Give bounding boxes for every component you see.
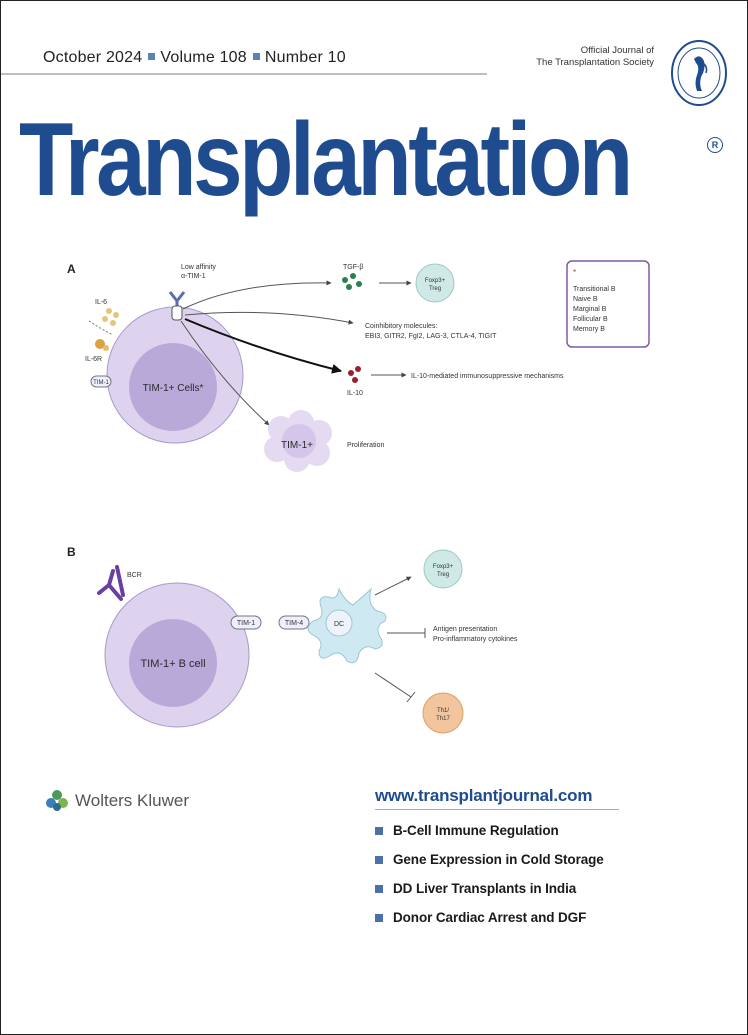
- tim4-tag-label: TIM-4: [285, 620, 303, 627]
- tim1-tag-b-label: TIM-1: [237, 620, 255, 627]
- issue-number: Number 10: [264, 49, 346, 66]
- tim1-tag-b: [230, 615, 262, 630]
- bullet-square-icon: [375, 826, 383, 835]
- dc-label: DC: [334, 621, 344, 628]
- publisher-name: Wolters Kluwer: [75, 791, 189, 810]
- bcr-receptor-icon: [97, 565, 125, 601]
- headline-item: Gene Expression in Cold Storage: [375, 852, 604, 867]
- il6-label: IL-6: [95, 299, 107, 306]
- publisher-logo: Wolters Kluwer: [45, 789, 189, 813]
- headline-item: DD Liver Transplants in India: [375, 881, 576, 896]
- separator-square: [252, 53, 260, 61]
- official-line-2: The Transplantation Society: [536, 57, 654, 68]
- subset-legend-box: [566, 260, 650, 348]
- issue-date: October 2024: [43, 49, 143, 66]
- legend-item: Transitional B: [573, 286, 616, 293]
- arrow-to-treg-b: [374, 576, 412, 596]
- bullet-square-icon: [375, 855, 383, 864]
- th-label-2: Th17: [436, 716, 450, 722]
- separator-square: [148, 53, 156, 61]
- proliferating-cells-icon: [264, 410, 332, 472]
- legend-item: Memory B: [573, 326, 605, 333]
- tim1-tag-a: [90, 375, 112, 388]
- header-rule: [1, 73, 487, 75]
- low-affinity-label-1: Low affinity: [181, 264, 216, 271]
- bcr-label: BCR: [127, 572, 142, 579]
- official-journal-note: Official Journal of The Transplantation …: [487, 45, 654, 69]
- inhibit-th-bar: [406, 691, 416, 703]
- proliferation-label: Proliferation: [347, 442, 384, 449]
- bullet-square-icon: [375, 884, 383, 893]
- coinhib-label-1: Coinhibitory molecules:: [365, 323, 437, 330]
- headline-text: DD Liver Transplants in India: [393, 881, 577, 896]
- inhibit-th-line: [374, 672, 412, 698]
- legend-item: Naive B: [573, 296, 598, 303]
- headline-item: Donor Cardiac Arrest and DGF: [375, 910, 586, 925]
- headline-text: Gene Expression in Cold Storage: [393, 852, 604, 867]
- il6r-label: IL-6R: [85, 356, 102, 363]
- coinhib-label-2: EBI3, GITR2, FgI2, LAG-3, CTLA-4, TIGIT: [365, 333, 497, 340]
- il10-mechanisms-label: IL-10-mediated immunosuppressive mechani…: [411, 373, 564, 380]
- tim1-cell-core: [129, 343, 217, 431]
- tgfb-label: TGF-β: [343, 264, 363, 271]
- tim1-cells-label: TIM-1+ Cells*: [143, 383, 204, 394]
- bullet-square-icon: [375, 913, 383, 922]
- il10-label: IL-10: [347, 390, 363, 397]
- panel-a-label: A: [67, 262, 76, 276]
- treg-cell-a: [415, 263, 455, 303]
- arrow-to-coinhib: [184, 311, 354, 325]
- arrow-to-proliferation: [180, 320, 270, 426]
- b-cell-label: TIM-1+ B cell: [140, 658, 205, 670]
- antigen-presentation-label: Antigen presentation: [433, 626, 497, 633]
- th-cell: [422, 692, 464, 734]
- tim4-tag: [278, 615, 310, 630]
- low-affinity-label-2: α-TIM-1: [181, 273, 206, 280]
- wolters-kluwer-logo-icon: [46, 790, 68, 811]
- legend-item: Marginal B: [573, 306, 607, 313]
- headline-item: B-Cell Immune Regulation: [375, 823, 559, 838]
- registered-mark-icon: R: [707, 137, 723, 153]
- th-label-1: Th1/: [437, 708, 449, 714]
- b-cell-core: [129, 619, 217, 707]
- treg-b-label-1: Foxp3+: [433, 564, 454, 570]
- dendritic-cell-icon: [307, 587, 387, 664]
- arrow-to-il10: [184, 318, 342, 374]
- tgfb-molecule-icon: [342, 273, 362, 290]
- issue-info: October 2024 Volume 108 Number 10: [43, 49, 346, 67]
- issue-volume: Volume 108: [160, 49, 247, 66]
- arrow-to-tgfb: [182, 280, 332, 310]
- proliferating-cell-label: TIM-1+: [281, 440, 313, 451]
- treg-a-label-1: Foxp3+: [425, 278, 446, 284]
- treg-cell-b: [423, 549, 463, 589]
- treg-a-label-2: Treg: [429, 286, 441, 292]
- legend-star: *: [573, 268, 576, 277]
- panel-b-label: B: [67, 545, 76, 559]
- society-seal-icon: [671, 40, 727, 106]
- official-line-1: Official Journal of: [580, 45, 654, 56]
- headline-text: B-Cell Immune Regulation: [393, 823, 559, 838]
- il6-path: [88, 320, 114, 336]
- cover-figure: A TIM-1+ Cells* Low affinity α-TIM-1 IL-…: [67, 260, 650, 734]
- cytokines-label: Pro-inflammatory cytokines: [433, 636, 518, 643]
- tim1-tag-a-label: TIM-1: [93, 380, 109, 386]
- il10-molecule-icon: [348, 366, 361, 383]
- journal-title: Transplantation: [19, 102, 633, 218]
- url-rule: [375, 809, 619, 810]
- journal-url[interactable]: www.transplantjournal.com: [375, 786, 593, 805]
- headline-text: Donor Cardiac Arrest and DGF: [393, 910, 587, 925]
- legend-item: Follicular B: [573, 316, 608, 323]
- il6-molecule-icon: [102, 308, 119, 326]
- il6r-icon: [95, 339, 109, 351]
- treg-b-label-2: Treg: [437, 572, 449, 578]
- tim1-receptor-icon: [171, 305, 183, 321]
- subset-legend-items: Transitional B Naive B Marginal B Follic…: [573, 286, 616, 333]
